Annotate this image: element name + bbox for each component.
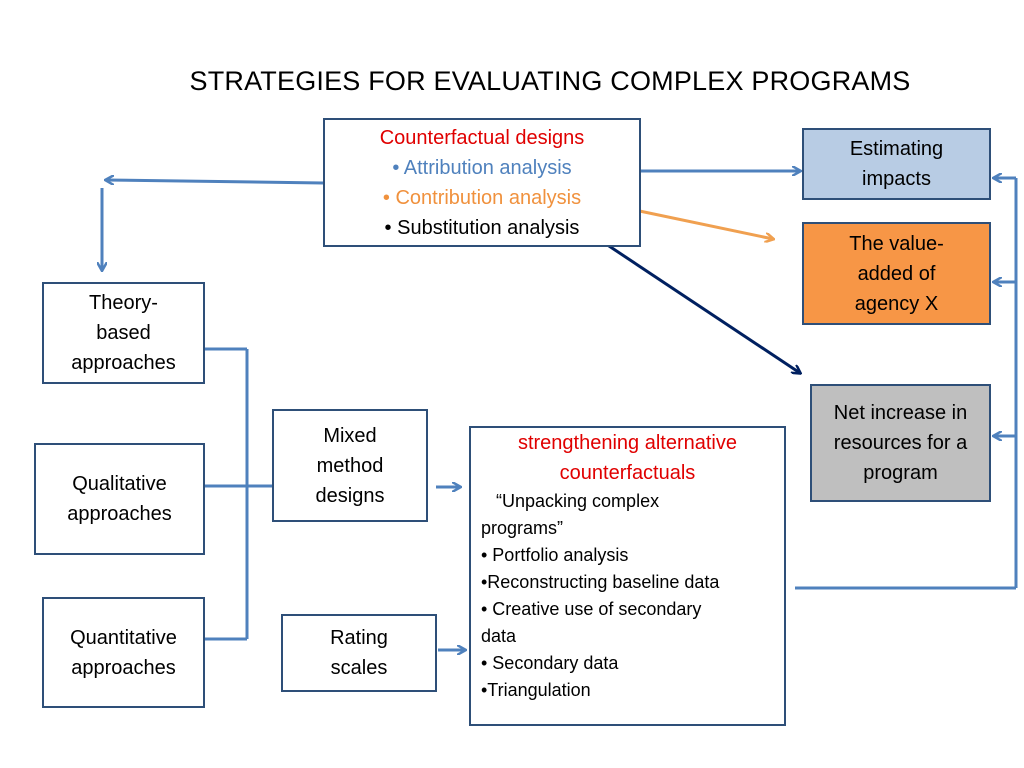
alternatives-heading-line-2: counterfactuals: [559, 462, 696, 484]
quantitative-line-2: approaches: [71, 656, 176, 679]
net-increase-line-3: program: [863, 462, 938, 484]
rating-scales-box: Rating scales: [281, 614, 437, 692]
alternatives-item: • Secondary data: [481, 653, 619, 673]
quantitative-line-1: Quantitative: [70, 626, 177, 649]
page-title: STRATEGIES FOR EVALUATING COMPLEX PROGRA…: [189, 66, 911, 96]
alternatives-item: •Triangulation: [481, 680, 591, 700]
mixed-line-3: designs: [315, 484, 385, 507]
estimating-impacts-box: Estimating impacts: [802, 128, 991, 200]
alternatives-item: programs”: [481, 518, 564, 538]
theory-line-3: approaches: [71, 352, 176, 374]
theory-line-1: Theory-: [89, 292, 158, 314]
value-added-line-1: The value-: [849, 232, 944, 255]
qualitative-line-2: approaches: [67, 503, 172, 525]
mixed-method-designs-box: Mixed method designs: [272, 409, 428, 522]
theory-based-approaches-box: Theory- based approaches: [42, 282, 205, 384]
value-added-line-2: added of: [857, 262, 936, 285]
estimating-line-1: Estimating: [849, 138, 944, 160]
mixed-line-1: Mixed: [323, 424, 377, 447]
substitution-analysis-item: • Substitution analysis: [384, 216, 580, 239]
alternatives-item: • Portfolio analysis: [481, 545, 629, 565]
contribution-analysis-item: • Contribution analysis: [382, 186, 582, 209]
net-increase-line-2: resources for a: [833, 432, 968, 454]
estimating-line-2: impacts: [862, 168, 931, 190]
arrow-substitution-to-net-increase: [599, 238, 800, 373]
mixed-line-2: method: [316, 454, 384, 477]
counterfactual-designs-box: Counterfactual designs • Attribution ana…: [323, 118, 641, 247]
value-added-line-3: agency X: [854, 292, 939, 315]
qualitative-approaches-box: Qualitative approaches: [34, 443, 205, 555]
net-increase-line-1: Net increase in: [833, 402, 968, 424]
approaches-bracket: [205, 347, 272, 641]
arrow-counterfactual-left: [106, 180, 324, 183]
alternatives-item: •Reconstructing baseline data: [481, 572, 720, 592]
rating-line-2: scales: [330, 657, 388, 679]
net-increase-box: Net increase in resources for a program: [810, 384, 991, 502]
alternatives-item: data: [481, 626, 517, 646]
alternatives-list: “Unpacking complex programs” • Portfolio…: [471, 488, 784, 704]
quantitative-approaches-box: Quantitative approaches: [42, 597, 205, 708]
value-added-box: The value- added of agency X: [802, 222, 991, 325]
rating-line-1: Rating: [330, 627, 388, 649]
qualitative-line-1: Qualitative: [72, 473, 167, 495]
theory-line-2: based: [96, 322, 151, 344]
feedback-bracket: [795, 178, 1018, 590]
counterfactual-heading: Counterfactual designs: [379, 126, 585, 149]
alternative-counterfactuals-box: strengthening alternative counterfactual…: [469, 426, 786, 726]
alternatives-heading-line-1: strengthening alternative: [517, 432, 738, 454]
attribution-analysis-item: • Attribution analysis: [392, 156, 572, 179]
alternatives-item: “Unpacking complex: [481, 491, 660, 511]
alternatives-item: • Creative use of secondary: [481, 599, 702, 619]
